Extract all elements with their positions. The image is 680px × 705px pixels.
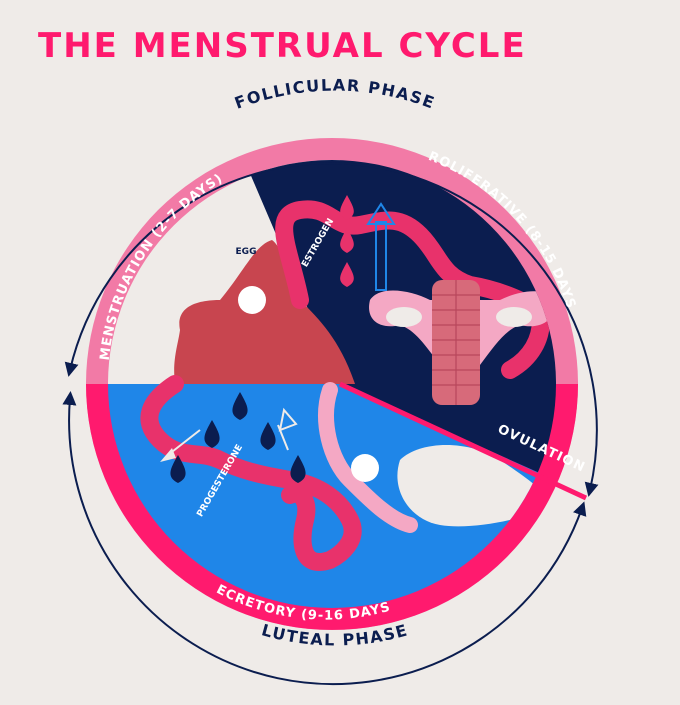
estrogen-drops [340, 195, 354, 287]
egg-label: EGG [236, 247, 257, 257]
egg-character [238, 286, 266, 314]
follicular-arrow [64, 162, 599, 497]
estrogen-arrow [366, 202, 396, 291]
shed-lining-blob [174, 240, 355, 384]
page-title: THE MENSTRUAL CYCLE [38, 26, 527, 66]
egg-character-ovulated [351, 454, 379, 482]
follicular-phase-label: FOLLICULAR PHASE [232, 76, 438, 113]
luteal-arrow [62, 391, 587, 686]
